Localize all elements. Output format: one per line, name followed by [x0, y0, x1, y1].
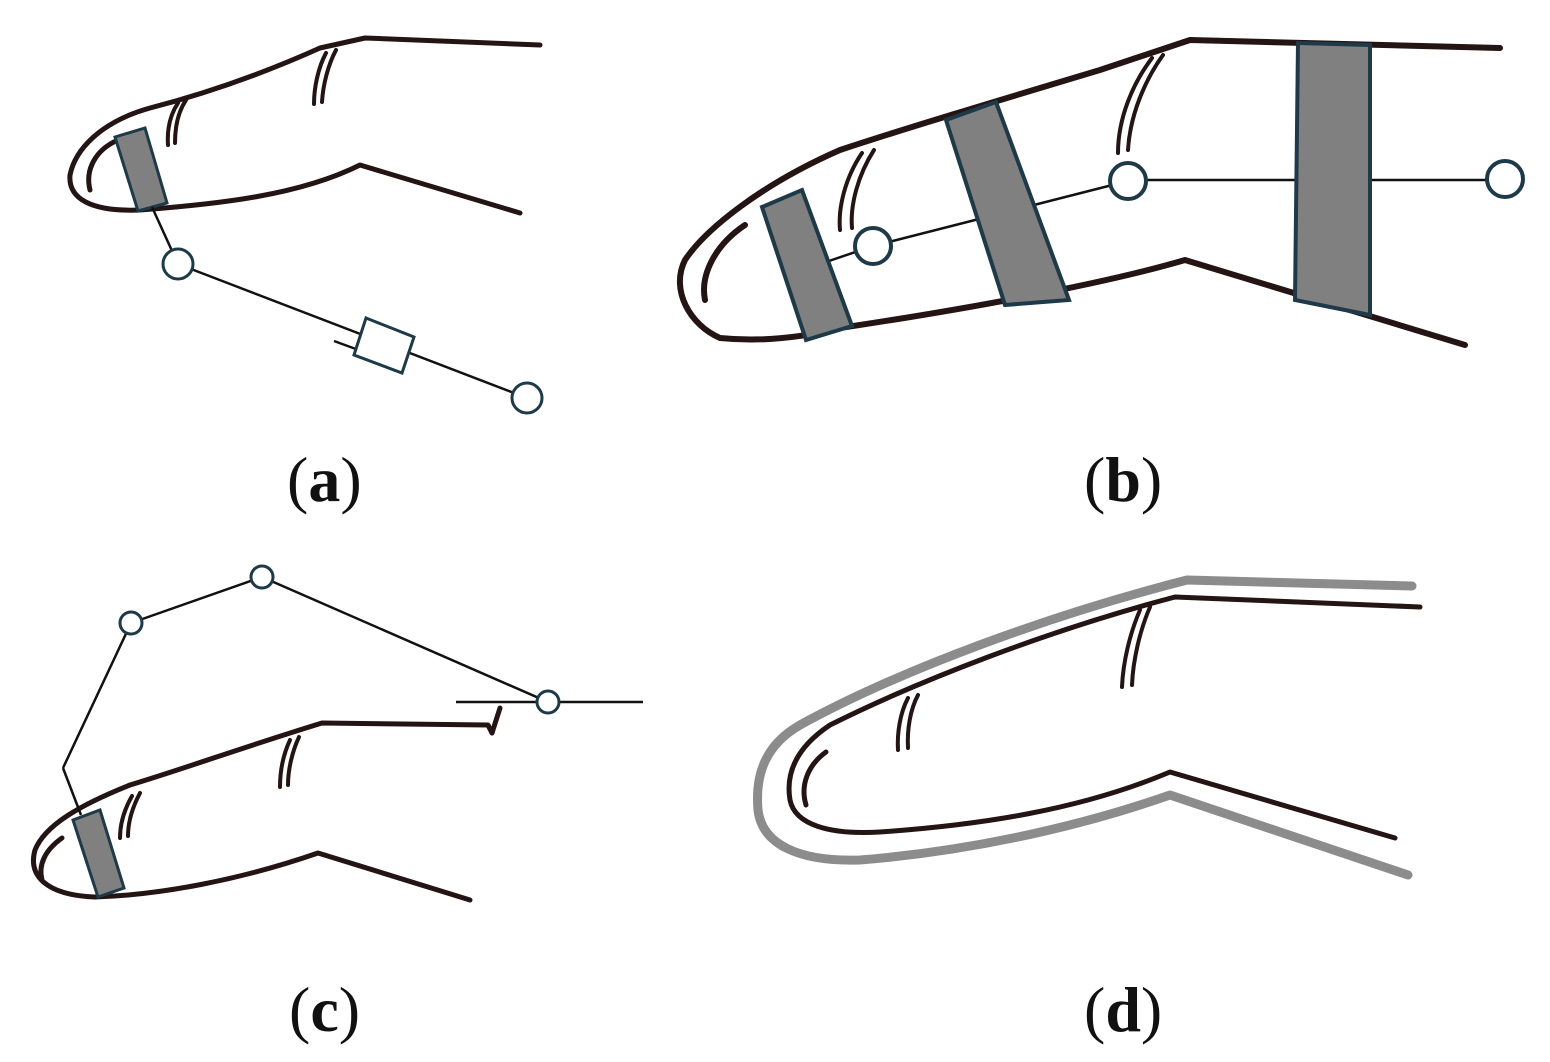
- crease-b1: [1126, 53, 1165, 152]
- caption-c: (c): [289, 974, 361, 1045]
- fingernail-b: [701, 222, 748, 303]
- caption-b-label: b: [1105, 444, 1141, 515]
- fingernail-a: [86, 137, 121, 193]
- link-c3: [130, 575, 263, 625]
- slider-block-a: [352, 316, 416, 375]
- crease-b2: [1116, 56, 1154, 155]
- panel-a: (a): [0, 0, 760, 530]
- fingernail-c: [38, 835, 65, 883]
- joint-b2: [1108, 161, 1148, 201]
- panel-b-drawing: [677, 37, 1525, 348]
- link-c4: [261, 575, 549, 704]
- finger-outline-d: [786, 594, 1423, 841]
- joint-c1: [118, 610, 144, 636]
- sleeve-outline-d: [753, 575, 1417, 880]
- link-c1: [61, 767, 83, 816]
- finger-band-b3: [1292, 40, 1372, 318]
- joint-b3: [1485, 159, 1525, 199]
- caption-c-label: c: [310, 974, 339, 1045]
- link-c2: [61, 622, 133, 769]
- crease-d1: [1130, 605, 1152, 687]
- crease-c2: [278, 738, 292, 789]
- joint-c2: [249, 564, 275, 590]
- joint-b1: [853, 226, 893, 266]
- panel-c: (c): [0, 530, 760, 1062]
- crease-a3: [173, 98, 188, 145]
- finger-outline-a: [67, 35, 543, 216]
- panel-a-drawing: [67, 35, 544, 415]
- crease-a1: [320, 48, 338, 104]
- joint-c3: [535, 689, 561, 715]
- crease-a4: [165, 101, 180, 147]
- crease-c3: [126, 791, 142, 838]
- crease-d4: [895, 696, 910, 752]
- caption-d: (d): [1084, 974, 1163, 1045]
- finger-band-b1: [759, 187, 855, 343]
- fingernail-d: [801, 749, 829, 808]
- caption-a-label: a: [308, 444, 341, 515]
- panel-c-drawing: [31, 564, 643, 903]
- crease-b4: [837, 151, 864, 232]
- crease-a2: [312, 51, 328, 106]
- panel-b: (b): [660, 0, 1550, 530]
- joint-a2: [510, 381, 544, 415]
- crease-c4: [118, 794, 134, 840]
- crease-b3: [849, 148, 876, 230]
- crease-d2: [1120, 608, 1142, 689]
- finger-outline-b: [677, 37, 1503, 348]
- caption-b: (b): [1084, 444, 1163, 515]
- panel-d: (d): [660, 530, 1550, 1062]
- finger-outline-c: [31, 720, 495, 903]
- panel-d-drawing: [753, 575, 1423, 880]
- caption-a: (a): [287, 444, 362, 515]
- caption-d-label: d: [1105, 974, 1141, 1045]
- finger-band-c: [71, 808, 126, 899]
- finger-band-a: [113, 126, 169, 213]
- crease-d3: [905, 693, 920, 750]
- finger-band-b2: [943, 99, 1072, 308]
- link-a2: [177, 262, 528, 400]
- joint-a1: [161, 247, 195, 281]
- crease-c1: [286, 735, 301, 787]
- finger-knuckle-edge-c: [489, 705, 503, 736]
